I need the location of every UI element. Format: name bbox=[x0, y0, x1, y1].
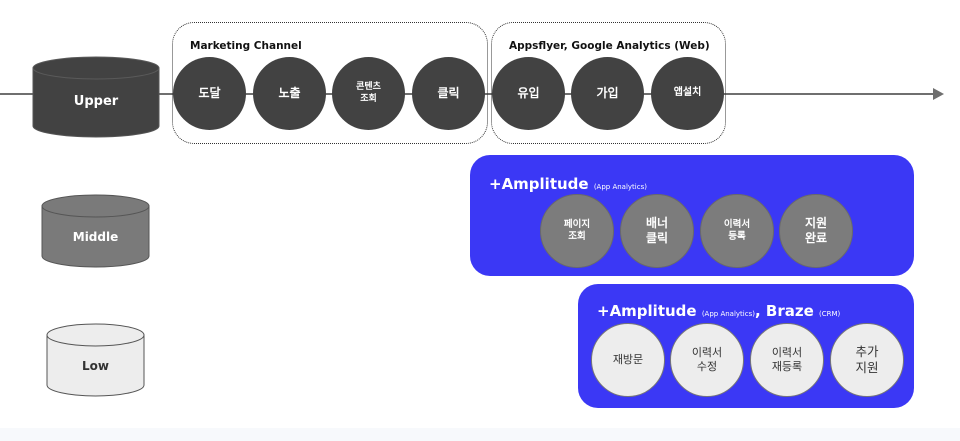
title-separator: , bbox=[754, 302, 761, 320]
step-revisit: 재방문 bbox=[591, 323, 665, 397]
step-content-view: 콘텐츠 조회 bbox=[332, 57, 405, 130]
step-signup: 가입 bbox=[571, 57, 644, 130]
step-app-install: 앱설치 bbox=[651, 57, 724, 130]
tier-middle-cylinder: Middle bbox=[41, 194, 150, 268]
appsflyer-ga-group bbox=[491, 22, 726, 144]
step-resume-reregister: 이력서 재등록 bbox=[750, 323, 824, 397]
step-reach: 도달 bbox=[173, 57, 246, 130]
arrow-right-icon bbox=[933, 88, 944, 100]
step-resume-register: 이력서 등록 bbox=[700, 194, 774, 268]
amplitude-braze-panel-title: +Amplitude (App Analytics), Braze (CRM) bbox=[597, 302, 840, 320]
amplitude-panel-title: +Amplitude (App Analytics) bbox=[489, 175, 647, 193]
marketing-channel-group bbox=[172, 22, 488, 144]
braze-title-sub: (CRM) bbox=[819, 310, 841, 318]
step-inflow: 유입 bbox=[492, 57, 565, 130]
step-resume-edit: 이력서 수정 bbox=[670, 323, 744, 397]
step-apply-complete: 지원 완료 bbox=[779, 194, 853, 268]
tier-low-label: Low bbox=[82, 359, 109, 373]
amplitude-braze-title-sub: (App Analytics) bbox=[701, 310, 755, 318]
tier-upper-label: Upper bbox=[73, 94, 119, 109]
appsflyer-ga-label: Appsflyer, Google Analytics (Web) bbox=[509, 40, 710, 52]
step-banner-click: 배너 클릭 bbox=[620, 194, 694, 268]
marketing-channel-label: Marketing Channel bbox=[190, 40, 302, 52]
step-additional-apply: 추가 지원 bbox=[830, 323, 904, 397]
tier-middle-label: Middle bbox=[72, 230, 119, 244]
amplitude-title-sub: (App Analytics) bbox=[593, 183, 647, 191]
amplitude-title-main: +Amplitude bbox=[489, 175, 589, 193]
tier-upper-cylinder: Upper bbox=[32, 56, 160, 138]
bottom-strip bbox=[0, 428, 960, 441]
tier-low-cylinder: Low bbox=[46, 323, 145, 397]
braze-title-main: Braze bbox=[765, 302, 814, 320]
step-click: 클릭 bbox=[412, 57, 485, 130]
amplitude-braze-title-main: +Amplitude bbox=[597, 302, 697, 320]
step-impression: 노출 bbox=[253, 57, 326, 130]
step-page-view: 페이지 조회 bbox=[540, 194, 614, 268]
